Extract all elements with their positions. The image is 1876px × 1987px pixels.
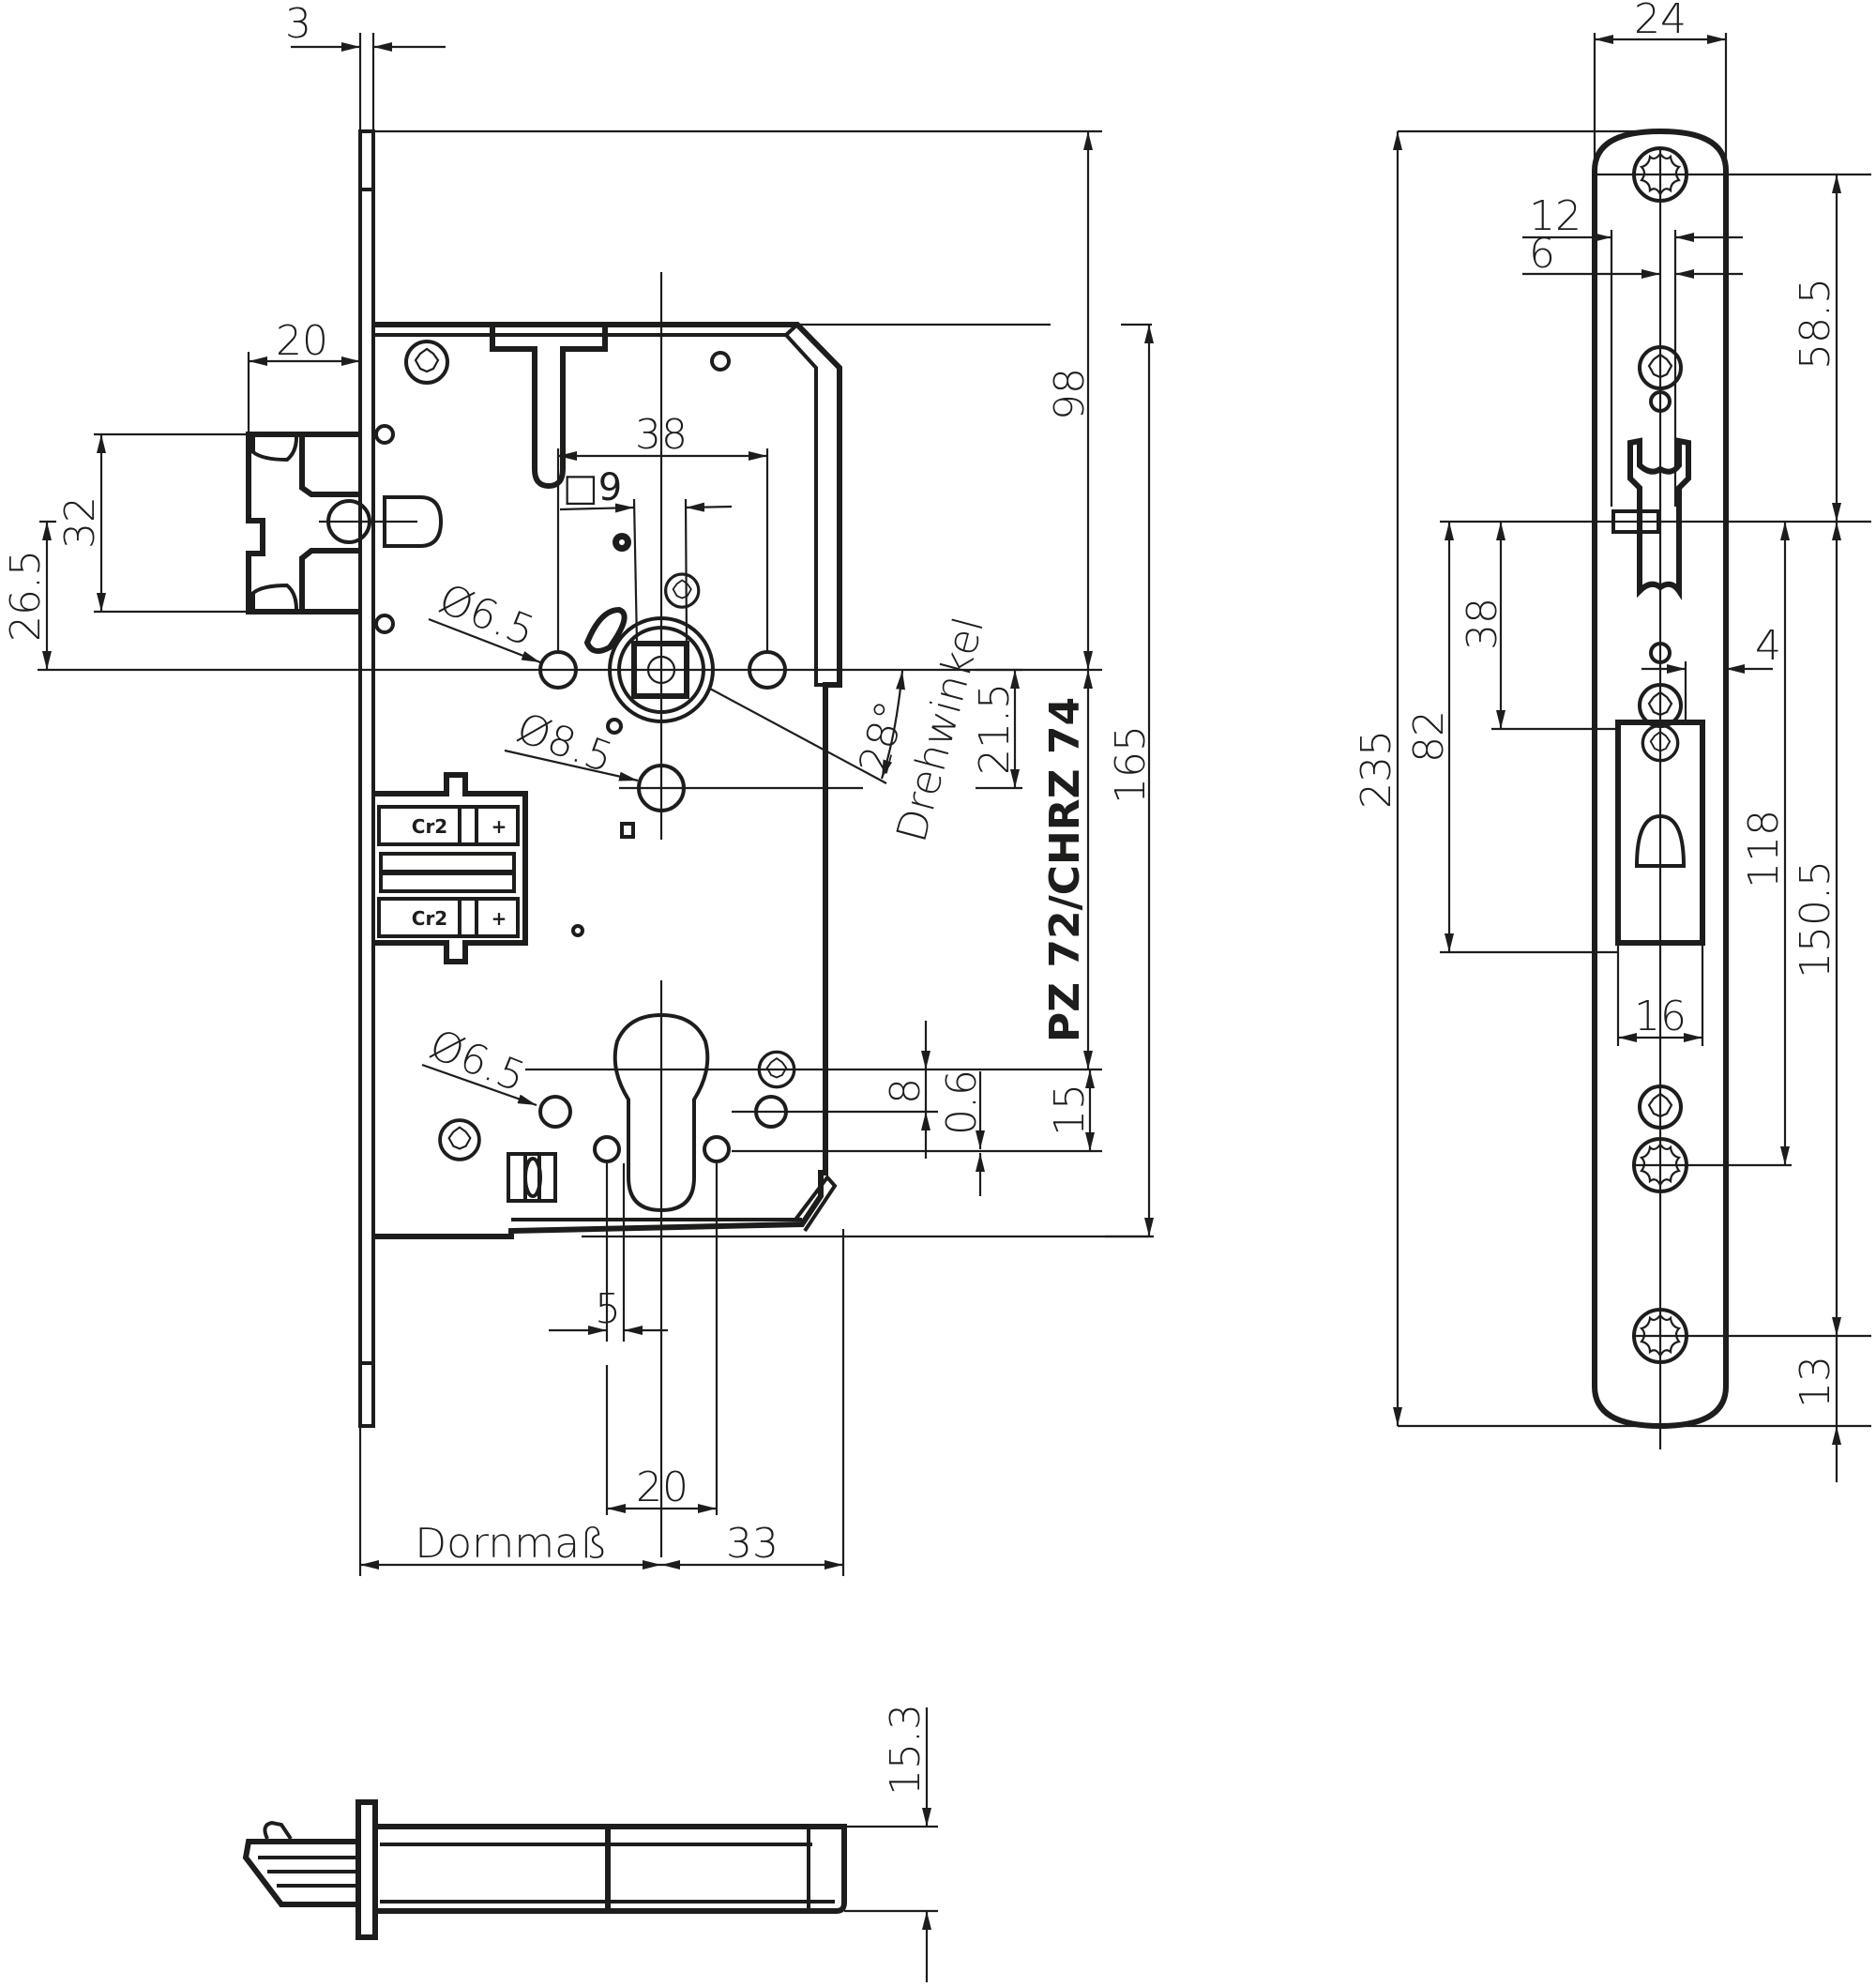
dim-follower-offset: 21.5 xyxy=(971,683,1019,775)
dim-backset-33: 33 xyxy=(726,1520,779,1568)
dim-spindle-square: □9 xyxy=(563,466,622,509)
switch-label: + xyxy=(492,907,507,930)
dim-faceplate-12: 12 xyxy=(1529,192,1581,240)
dim-faceplate-thickness: 3 xyxy=(285,0,311,48)
bolt-slot xyxy=(1615,720,1705,946)
dim-faceplate-150-5: 150.5 xyxy=(1792,860,1839,978)
dim-bottom-20: 20 xyxy=(636,1464,688,1511)
dim-bolt-thickness: 15.3 xyxy=(882,1704,930,1796)
dim-faceplate-16: 16 xyxy=(1634,993,1687,1040)
dim-case-height: 165 xyxy=(1107,725,1155,804)
screw-icon xyxy=(404,340,449,385)
dim-faceplate-6: 6 xyxy=(1529,230,1555,278)
dim-faceplate-length: 235 xyxy=(1353,730,1400,809)
switch-label: Cr2 xyxy=(412,815,447,838)
dim-latch-projection: 20 xyxy=(276,317,328,365)
dim-latch-height: 32 xyxy=(56,496,104,549)
dim-faceplate-38: 38 xyxy=(1459,598,1506,650)
dim-hole-dia-lower: Ø6.5 xyxy=(423,1021,532,1101)
dim-hole-dia-upper: Ø6.5 xyxy=(432,575,541,656)
faceplate-outline xyxy=(1592,128,1729,1430)
dim-faceplate-58-5: 58.5 xyxy=(1792,278,1839,370)
latch-bolt xyxy=(246,424,444,634)
dim-faceplate-118: 118 xyxy=(1740,810,1788,888)
faceplate-side xyxy=(358,129,375,1428)
dim-faceplate-82: 82 xyxy=(1405,710,1453,763)
dim-centre-distance: PZ 72/CHRZ 74 xyxy=(1041,697,1089,1042)
front-view: Cr2 + Cr2 + 3 xyxy=(2,0,1155,1576)
dim-faceplate-13: 13 xyxy=(1792,1356,1839,1408)
lock-case xyxy=(373,322,842,1239)
dim-cyl-15: 15 xyxy=(1046,1084,1094,1136)
switch-label: + xyxy=(492,815,507,838)
dim-backset-label: Dornmaß xyxy=(415,1520,608,1568)
dim-faceplate-width: 24 xyxy=(1634,0,1687,43)
dim-hole-spacing: 38 xyxy=(635,411,688,459)
dim-latch-offset: 26.5 xyxy=(2,550,50,642)
dim-top-to-follower: 98 xyxy=(1046,368,1094,420)
dim-cyl-0-6: 0.6 xyxy=(938,1069,986,1135)
screw-icon xyxy=(438,1118,481,1161)
dim-bottom-5: 5 xyxy=(595,1285,621,1333)
faceplate-view: 24 12 6 58.5 235 82 38 4 118 150.5 xyxy=(1353,0,1871,1482)
dim-cyl-8: 8 xyxy=(882,1078,930,1104)
dim-hole-dia-mid: Ø8.5 xyxy=(510,704,619,782)
bottom-view: 15.3 xyxy=(242,1704,938,1982)
dim-faceplate-4: 4 xyxy=(1755,622,1781,670)
screw-icon xyxy=(664,572,701,609)
microswitch-block: Cr2 + Cr2 + xyxy=(373,772,528,964)
switch-label: Cr2 xyxy=(412,907,447,930)
